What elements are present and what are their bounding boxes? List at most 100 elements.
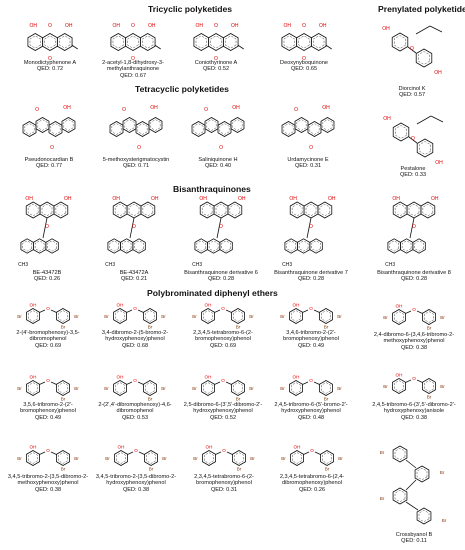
atom-label: OH <box>396 373 403 378</box>
atom-label: Br <box>61 325 66 330</box>
atom-label: Br <box>383 315 388 320</box>
bond <box>50 309 57 313</box>
compound-name: Bisanthraquinone derivative 7 <box>274 270 348 276</box>
atom-label: Br <box>193 456 198 461</box>
ring-aromatic <box>28 382 38 394</box>
ring <box>317 201 333 219</box>
atom-label: Br <box>280 386 285 391</box>
ring-aromatic <box>321 382 331 394</box>
compound-name: 2,3,4,5-tetrabromo-6-(2,4-dibromophenoxy… <box>279 474 345 487</box>
atom-label: OH <box>293 375 300 380</box>
ring-aromatic <box>145 310 155 322</box>
atom-label: O <box>131 56 135 60</box>
atom-label: OH <box>328 196 336 202</box>
atom-label: OH <box>289 196 297 202</box>
atom-label: Br <box>380 450 385 455</box>
ring-aromatic <box>309 123 320 135</box>
atom-label: OH <box>205 303 212 308</box>
atom-label: Br <box>249 314 254 319</box>
ring-aromatic <box>286 240 296 252</box>
atom-label: Br <box>74 314 79 319</box>
atom-label: O <box>219 145 223 151</box>
bond <box>314 451 321 455</box>
ring-aromatic <box>41 204 53 216</box>
ring-aromatic <box>416 468 428 480</box>
atom-label: Br <box>104 386 109 391</box>
bond <box>216 217 222 239</box>
atom-label: CH3 <box>105 262 115 268</box>
atom-label: Br <box>162 456 167 461</box>
atom-label: O <box>309 145 313 151</box>
bond <box>306 217 312 239</box>
atom-label: Br <box>338 456 343 461</box>
compound-name: Pestalone <box>400 166 426 172</box>
atom-label: Br <box>148 397 153 402</box>
ring <box>204 117 219 133</box>
atom-label: O <box>133 306 137 311</box>
bond <box>409 217 415 239</box>
ring-aromatic <box>63 119 74 131</box>
atom-label: OH <box>392 196 400 202</box>
compound-name: 3,5,6-tribromo-2-(2'-bromophenoxy)phenol <box>20 402 76 415</box>
ring-aromatic <box>233 382 243 394</box>
bond <box>126 309 133 313</box>
atom-label: Br <box>105 456 110 461</box>
atom-label: Br <box>17 314 22 319</box>
compound-qed: QED: 0.67 <box>119 72 147 79</box>
atom-label: Br <box>17 456 22 461</box>
ring-aromatic <box>121 240 132 252</box>
atom-label: O <box>309 378 313 383</box>
atom-label: Br <box>325 467 330 472</box>
bond <box>39 381 46 385</box>
compound-qed: QED: 0.31 <box>210 486 238 493</box>
compound-qed: QED: 0.38 <box>400 414 428 421</box>
ring-aromatic <box>296 119 307 131</box>
ring-aromatic <box>208 240 219 252</box>
ring-aromatic <box>142 35 154 49</box>
bond <box>127 451 134 455</box>
ring <box>227 201 243 219</box>
ring <box>219 238 233 254</box>
bond <box>42 217 48 239</box>
atom-label: OH <box>431 196 439 202</box>
ring-aromatic <box>115 382 125 394</box>
ring-aromatic <box>424 311 434 323</box>
atom-label: O <box>122 107 126 113</box>
ring-aromatic <box>44 35 56 49</box>
ring-aromatic <box>114 204 126 216</box>
atom-label: O <box>310 448 314 453</box>
ring-aromatic <box>418 51 430 65</box>
ring <box>230 117 245 133</box>
atom-label: Br <box>161 386 166 391</box>
ring-aromatic <box>193 123 204 135</box>
atom-label: Br <box>427 395 432 400</box>
atom-label: O <box>412 307 416 312</box>
compound-name: Pseudonocardian B <box>24 157 74 163</box>
atom-label: Br <box>249 386 254 391</box>
ring-aromatic <box>424 380 434 392</box>
ring-aromatic <box>134 240 144 252</box>
ring-aromatic <box>115 310 125 322</box>
ring-aromatic <box>321 310 331 322</box>
compound-name: Coniothyrinone A <box>194 60 238 66</box>
compound-qed: QED: 0.31 <box>294 163 322 170</box>
atom-label: OH <box>231 23 239 29</box>
bond <box>214 309 221 313</box>
atom-label: OH <box>206 445 213 450</box>
ring-aromatic <box>313 35 325 49</box>
compound-name: Monodictyphenone A <box>23 60 77 66</box>
atom-label: Br <box>192 386 197 391</box>
atom-label: O <box>131 23 135 29</box>
